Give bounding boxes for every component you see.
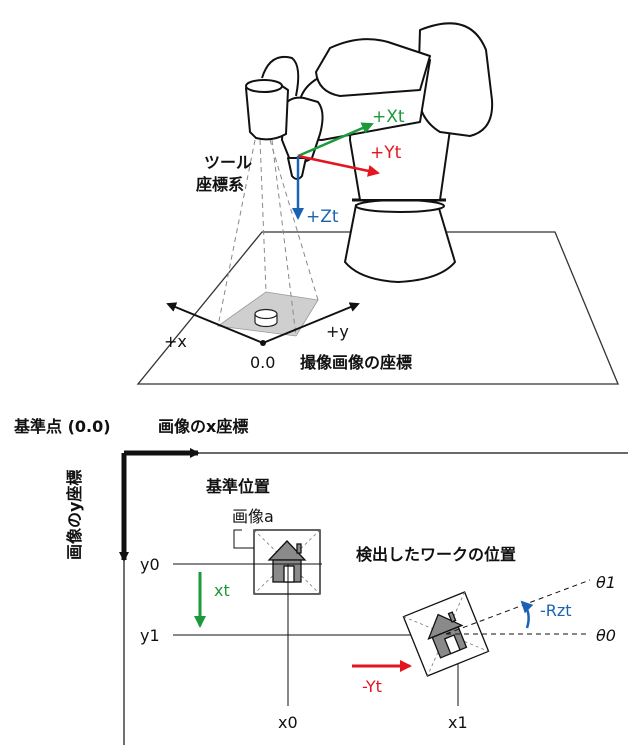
house-icon-rotated bbox=[427, 611, 468, 659]
image-a-leader bbox=[233, 529, 254, 549]
y1-label: y1 bbox=[140, 626, 160, 645]
ref-position-label: 基準位置 bbox=[205, 477, 270, 496]
cam-y-axis bbox=[262, 302, 360, 344]
tool-label-line1: ツール bbox=[204, 153, 252, 172]
x1-label: x1 bbox=[448, 713, 468, 732]
cam-x-axis bbox=[166, 302, 264, 344]
cam-origin-dot bbox=[260, 340, 266, 346]
cam-coord-label: 撮像画像の座標 bbox=[300, 353, 412, 372]
y0-label: y0 bbox=[140, 555, 160, 574]
image-coordinate-diagram: 基準点 (0.0) 画像のx座標 画像のy座標 基準位置 画像a y0 bbox=[13, 417, 628, 745]
axis-xt-arrow bbox=[297, 122, 374, 158]
xt-label: xt bbox=[214, 581, 230, 600]
axis-zt-label: +Zt bbox=[306, 207, 339, 227]
workpiece-puck bbox=[254, 308, 278, 328]
cam-x-label: +x bbox=[164, 332, 187, 351]
theta0-label: θ0 bbox=[596, 626, 616, 645]
neg-yt-label: -Yt bbox=[362, 677, 382, 696]
robot-scene: +Xt +Yt +Zt ツール 座標系 +x +y 0.0 撮像画像の座標 bbox=[136, 22, 619, 385]
house-icon bbox=[267, 540, 307, 583]
neg-rzt-arrow bbox=[520, 600, 534, 629]
detected-position-label: 検出したワークの位置 bbox=[356, 545, 516, 564]
ref-point-label: 基準点 (0.0) bbox=[13, 417, 111, 436]
cam-y-label: +y bbox=[326, 322, 349, 341]
cam-origin-label: 0.0 bbox=[250, 353, 275, 372]
tool-label-line2: 座標系 bbox=[195, 175, 244, 194]
theta1-label: θ1 bbox=[596, 573, 616, 592]
axis-yt-label: +Yt bbox=[370, 143, 402, 163]
image-a-label: 画像a bbox=[232, 507, 274, 526]
axis-xt-label: +Xt bbox=[372, 107, 405, 127]
neg-rzt-label: -Rzt bbox=[540, 601, 572, 620]
camera-fov-lines bbox=[217, 139, 319, 337]
x0-label: x0 bbox=[278, 713, 298, 732]
img-y-label: 画像のy座標 bbox=[65, 470, 84, 560]
robot-arm bbox=[245, 22, 494, 283]
table-plane bbox=[136, 231, 619, 385]
theta1-line bbox=[445, 579, 591, 635]
axis-yt-arrow bbox=[297, 154, 380, 177]
img-x-label: 画像のx座標 bbox=[158, 417, 248, 436]
reference-image-box bbox=[253, 529, 321, 595]
